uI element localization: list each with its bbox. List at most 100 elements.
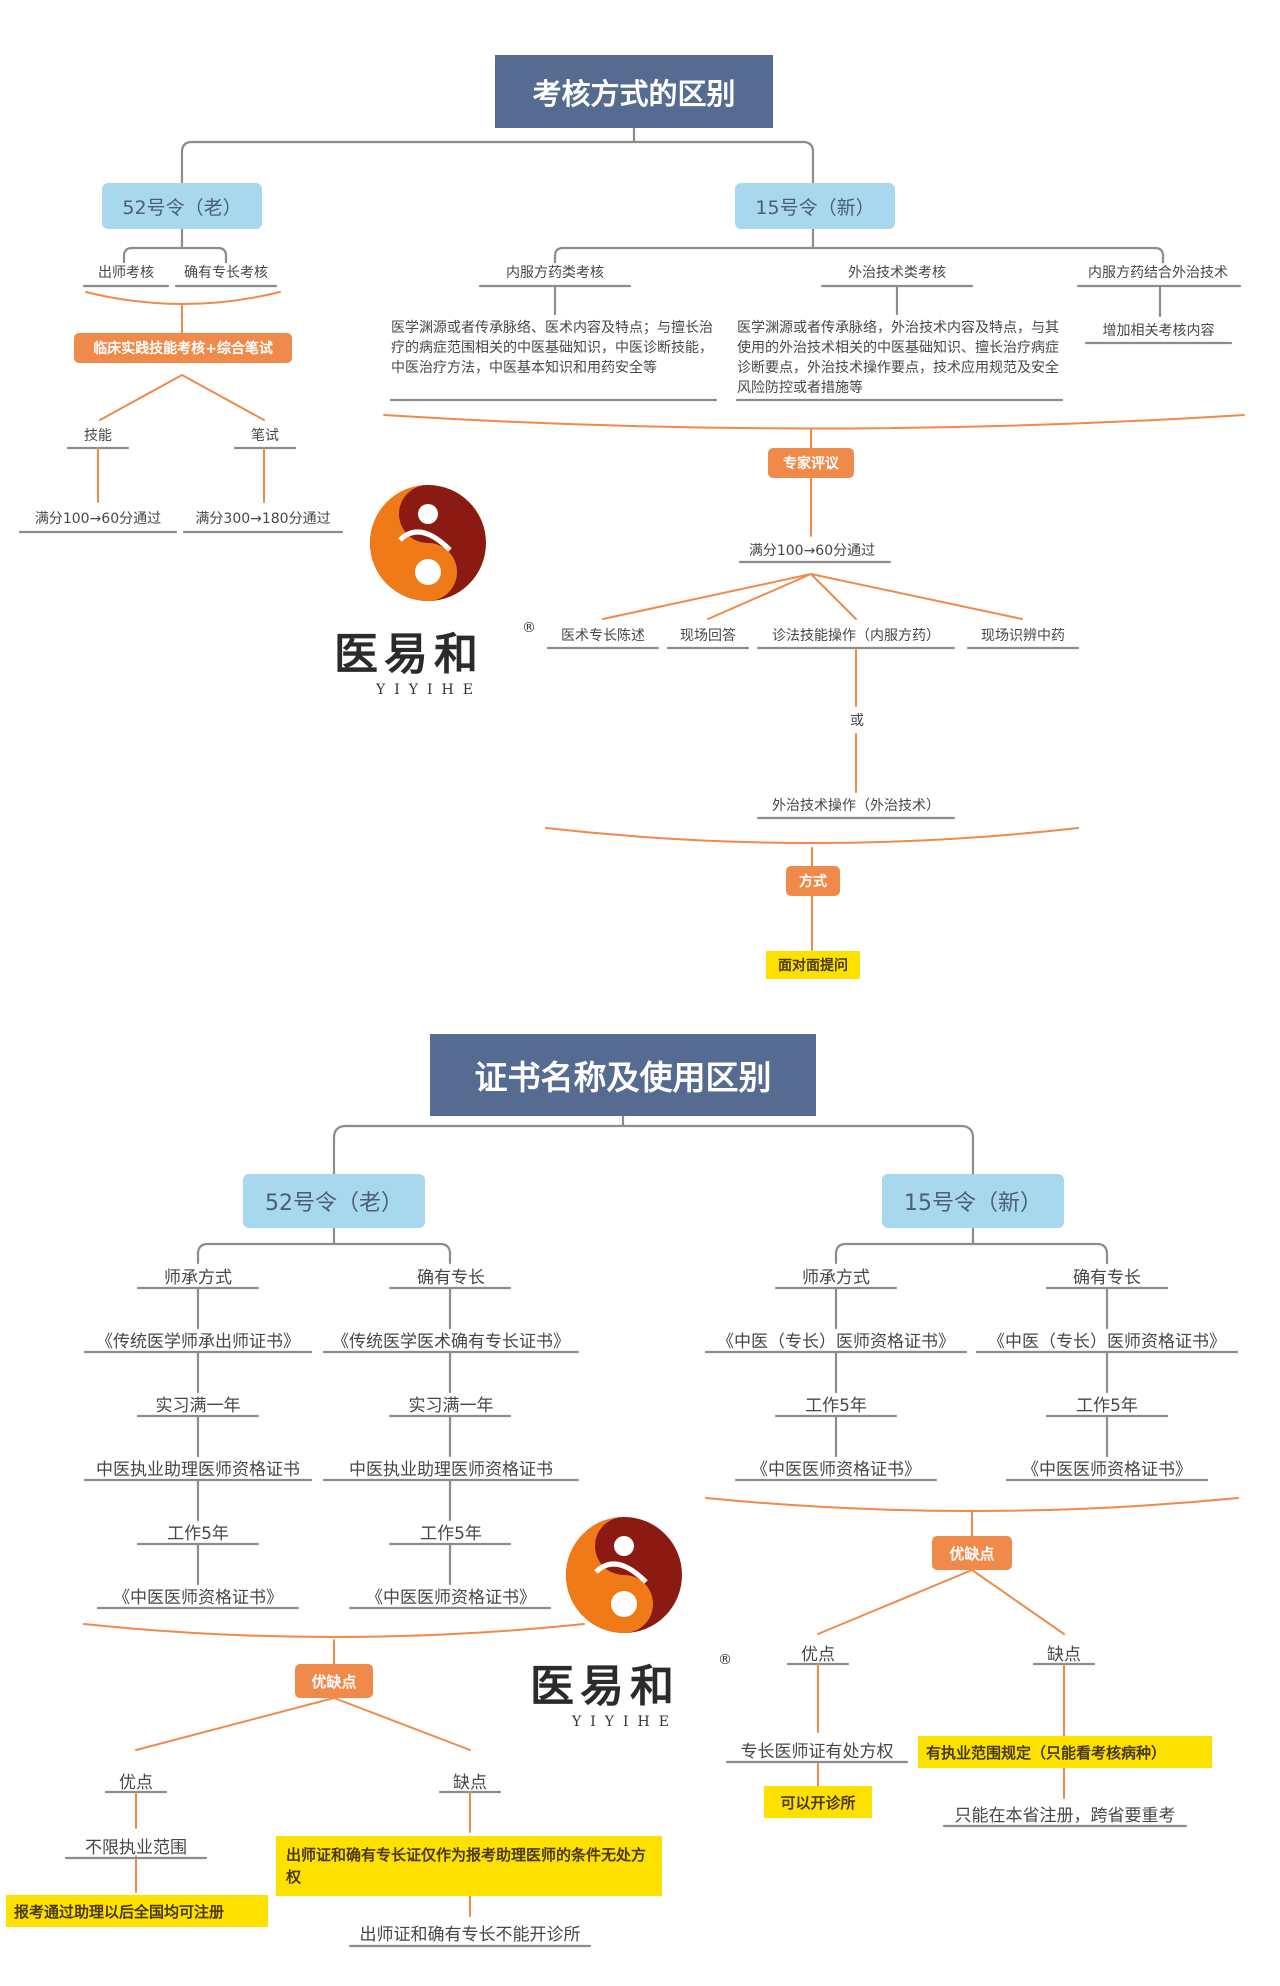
brand-name: 医易和 — [334, 629, 484, 680]
connector-50 — [975, 1350, 1239, 1482]
connector-5 — [99, 374, 265, 421]
old-path-a-step1: 《传统医学师承出师证书》 — [96, 1332, 300, 1352]
old-path-a-name: 师承方式 — [164, 1268, 232, 1288]
old-path-b-step3: 中医执业助理医师资格证书 — [349, 1460, 553, 1480]
old-pros-cons-badge: 优缺点 — [295, 1664, 373, 1698]
brand-subtitle-2: YIYIHE — [572, 1714, 678, 1730]
connector-56 — [725, 1760, 1188, 1828]
connector-40 — [135, 1697, 471, 1751]
brand-logo: 医易和 ® YIYIHE — [330, 480, 550, 710]
brand-registered-mark-2: ® — [718, 1652, 732, 1668]
old-path-a-step4: 工作5年 — [167, 1524, 229, 1544]
new-path-b-step2: 工作5年 — [1076, 1396, 1138, 1416]
connector-13 — [383, 414, 1245, 430]
old-path-b-step5: 《中医医师资格证书》 — [366, 1588, 536, 1608]
new-cons-label: 缺点 — [1047, 1645, 1081, 1665]
section1-title: 考核方式的区别 — [495, 55, 773, 128]
old-path-a-step3: 中医执业助理医师资格证书 — [96, 1460, 300, 1480]
written-pass: 满分300→180分通过 — [195, 511, 331, 527]
cat-combined: 内服方药结合外治技术 — [1088, 265, 1228, 281]
item-diagnosis-skill: 诊法技能操作（内服方药） — [772, 628, 940, 644]
method-badge: 方式 — [786, 866, 840, 896]
old-pros-item2: 报考通过助理以后全国均可注册 — [6, 1895, 268, 1927]
item-external-operation: 外治技术操作（外治技术） — [772, 798, 940, 814]
new-path-b-step1: 《中医（专长）医师资格证书》 — [988, 1332, 1226, 1352]
old-cons-label: 缺点 — [453, 1773, 487, 1793]
cat-oral-medicine: 内服方药类考核 — [506, 265, 604, 281]
new-path-b-name: 确有专长 — [1073, 1268, 1141, 1288]
new-path-a-name: 师承方式 — [802, 1268, 870, 1288]
connector-9 — [553, 227, 1165, 264]
connector-51 — [705, 1497, 1239, 1512]
new-cons-item2: 只能在本省注册，跨省要重考 — [954, 1806, 1176, 1826]
combined-exam-badge: 临床实践技能考核+综合笔试 — [74, 333, 292, 363]
section2-old-order: 52号令（老） — [243, 1174, 425, 1228]
new-cons-item1: 有执业范围规定（只能看考核病种） — [918, 1736, 1212, 1768]
old-pros-item1: 不限执业范围 — [85, 1838, 187, 1858]
new-path-a-step3: 《中医医师资格证书》 — [751, 1460, 921, 1480]
cat-external-desc: 医学渊源或者传承脉络，外治技术内容及特点，与其使用的外治技术相关的中医基础知识、… — [737, 320, 1059, 396]
or-label: 或 — [850, 713, 864, 729]
connector-11 — [553, 284, 1162, 318]
old-cons-item1: 出师证和确有专长证仅作为报考助理医师的条件无处方权 — [276, 1836, 662, 1896]
connector-16 — [602, 573, 1023, 620]
brand-subtitle: YIYIHE — [376, 682, 482, 698]
connector-30 — [83, 1350, 313, 1610]
old-pros-label: 优点 — [119, 1773, 153, 1793]
new-pass-score: 满分100→60分通过 — [748, 543, 876, 559]
old-path-a-step5: 《中医医师资格证书》 — [113, 1588, 283, 1608]
cat-oral-desc: 医学渊源或者传承脉络、医术内容及特点；与擅长治疗的病症范围相关的中医基础知识，中… — [391, 320, 713, 376]
cat-external-tech: 外治技术类考核 — [848, 265, 946, 281]
skill-pass: 满分100→60分通过 — [34, 511, 162, 527]
connector-7 — [97, 447, 265, 503]
connector-55 — [817, 1663, 1065, 1799]
yin-yang-emblem-icon — [370, 485, 486, 601]
new-path-a-step1: 《中医（专长）医师资格证书》 — [717, 1332, 955, 1352]
old-path-b-name: 确有专长 — [417, 1268, 485, 1288]
new-path-a-step2: 工作5年 — [805, 1396, 867, 1416]
section2-title: 证书名称及使用区别 — [430, 1034, 816, 1116]
connector-47 — [704, 1350, 968, 1482]
expert-review-badge: 专家评议 — [768, 448, 854, 478]
connector-3 — [85, 291, 281, 305]
item-statement: 医术专长陈述 — [561, 628, 645, 644]
connector-0 — [180, 126, 815, 185]
connector-38 — [83, 1623, 585, 1638]
section1-new-order: 15号令（新） — [735, 183, 895, 229]
connector-44 — [834, 1226, 1109, 1265]
connector-20 — [545, 827, 1079, 844]
method-value: 面对面提问 — [766, 951, 860, 979]
connector-53 — [817, 1569, 1065, 1635]
yin-yang-emblem-icon-2 — [566, 1517, 682, 1633]
new-path-b-step3: 《中医医师资格证书》 — [1022, 1460, 1192, 1480]
old-cons-item2: 出师证和确有专长不能开诊所 — [359, 1925, 581, 1945]
brand-logo-2: 医易和 ® YIYIHE — [526, 1512, 746, 1742]
item-herb-identify: 现场识辨中药 — [981, 628, 1065, 644]
exam-zhuanchang: 确有专长考核 — [184, 265, 268, 281]
section1-old-order: 52号令（老） — [102, 183, 262, 229]
old-path-a-step2: 实习满一年 — [155, 1396, 241, 1416]
connector-43 — [64, 1856, 592, 1948]
new-pros-item2: 可以开诊所 — [764, 1786, 872, 1818]
brand-name-2: 医易和 — [530, 1661, 680, 1712]
exam-chushi: 出师考核 — [98, 265, 154, 281]
connector-37 — [322, 1350, 580, 1610]
connector-12 — [389, 341, 1233, 402]
connector-22 — [332, 1114, 975, 1176]
old-path-b-step1: 《传统医学医术确有专长证书》 — [332, 1332, 570, 1352]
old-path-b-step2: 实习满一年 — [408, 1396, 494, 1416]
old-path-b-step4: 工作5年 — [420, 1524, 482, 1544]
new-pros-label: 优点 — [801, 1645, 835, 1665]
connector-1 — [122, 227, 228, 264]
branch-skill: 技能 — [84, 428, 112, 444]
new-pros-item1: 专长医师证有处方权 — [740, 1742, 894, 1762]
section2-new-order: 15号令（新） — [882, 1174, 1064, 1228]
item-onsite-answer: 现场回答 — [680, 628, 736, 644]
branch-written: 笔试 — [251, 428, 279, 444]
new-pros-cons-badge: 优缺点 — [932, 1536, 1012, 1570]
connector-42 — [135, 1791, 471, 1917]
connector-23 — [196, 1226, 452, 1265]
brand-registered-mark: ® — [522, 620, 536, 636]
